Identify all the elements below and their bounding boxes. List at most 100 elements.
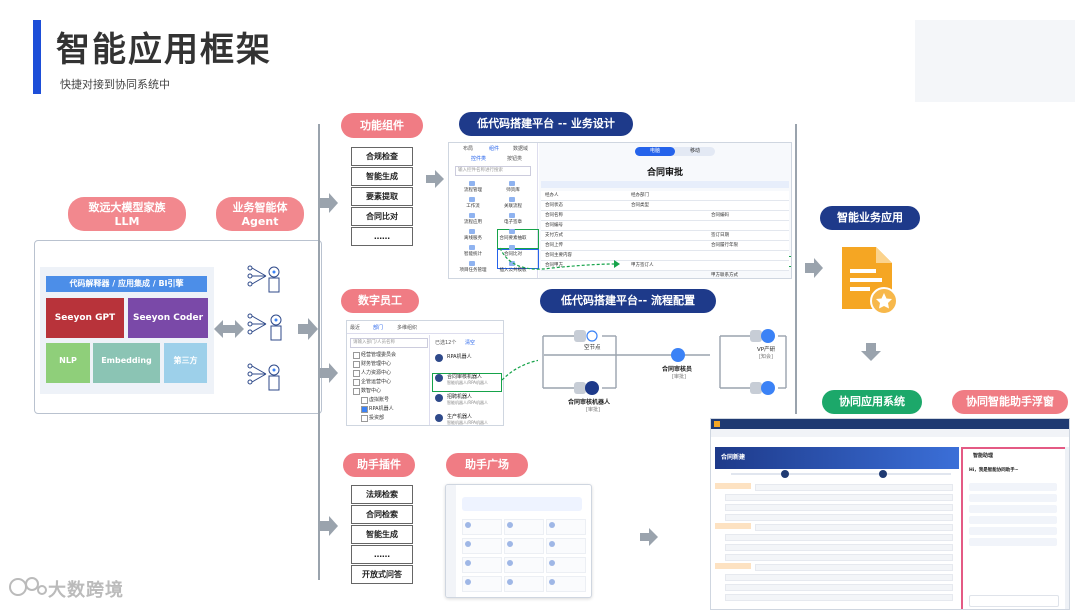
collab-field[interactable] (725, 534, 953, 541)
robot-name[interactable]: 招聘机器人 (447, 393, 472, 400)
tree-item[interactable]: 投资部 (369, 414, 384, 421)
tree-checkbox[interactable] (353, 352, 360, 359)
assistant-suggestion[interactable] (969, 527, 1057, 535)
plugin-item[interactable]: 开放式问答 (351, 565, 413, 584)
collab-field[interactable] (725, 594, 953, 601)
flow-node-empty[interactable]: 空节点 (584, 343, 601, 351)
collab-field[interactable] (755, 564, 953, 571)
form-row-label-right: 甲方联系方式 (711, 272, 738, 278)
component-item[interactable]: 合规检查 (351, 147, 413, 166)
assistant-suggestion[interactable] (969, 494, 1057, 502)
tree-item[interactable]: 人力资源中心 (361, 369, 391, 376)
collab-field[interactable] (755, 484, 953, 491)
tree-checkbox[interactable] (361, 415, 368, 422)
plaza-card-avatar-icon (507, 522, 513, 528)
palette-search-input[interactable]: 输入控件名称进行搜索 (455, 166, 531, 176)
smart-doc-icon (838, 245, 900, 317)
staff-tab-dept[interactable]: 部门 (373, 324, 383, 331)
collab-field[interactable] (725, 514, 953, 521)
plugin-item[interactable]: 合同检索 (351, 505, 413, 524)
palette-item[interactable]: 离线服务 (455, 235, 491, 241)
assistant-suggestion[interactable] (969, 483, 1057, 491)
tree-item[interactable]: 数智中心 (361, 387, 381, 394)
assistant-input[interactable] (969, 595, 1059, 607)
collab-field[interactable] (725, 574, 953, 581)
collab-field[interactable] (725, 584, 953, 591)
plaza-card-avatar-icon (549, 560, 555, 566)
agent-robots-icon (244, 262, 296, 400)
clear-link[interactable]: 清空 (465, 339, 475, 346)
palette-item[interactable]: 工作流 (455, 203, 491, 209)
robot-avatar-icon (435, 394, 443, 402)
plaza-card-avatar-icon (549, 522, 555, 528)
palette-item-icon (469, 245, 475, 250)
plugin-item[interactable]: …… (351, 545, 413, 564)
palette-item[interactable]: 智能统计 (455, 251, 491, 257)
plaza-search[interactable] (462, 497, 582, 511)
component-item[interactable]: 合同比对 (351, 207, 413, 226)
collab-field[interactable] (725, 504, 953, 511)
palette-subtab-button[interactable]: 按钮类 (507, 155, 522, 162)
branch-arrow-components-icon (320, 193, 338, 213)
tree-checkbox[interactable] (353, 388, 360, 395)
device-tab-mobile[interactable]: 移动 (675, 147, 715, 156)
flow-node-vp[interactable]: VP产研 (757, 345, 775, 353)
collab-field[interactable] (725, 494, 953, 501)
tree-item[interactable]: 虚拟账号 (369, 396, 389, 403)
form-row-label-right: 合同类型 (631, 202, 649, 208)
component-item[interactable]: …… (351, 227, 413, 246)
palette-item-icon (509, 213, 515, 218)
staff-tab-org[interactable]: 多维组织 (397, 324, 417, 331)
tree-checkbox[interactable] (361, 406, 368, 413)
palette-item[interactable]: 流程管理 (455, 187, 491, 193)
collab-form-title: 合同新建 (721, 452, 745, 461)
robot-name[interactable]: 生产机器人 (447, 413, 472, 420)
tree-checkbox[interactable] (353, 370, 360, 377)
palette-item-icon (509, 229, 515, 234)
robot-name[interactable]: RPA机器人 (447, 353, 472, 360)
collab-field[interactable] (725, 544, 953, 551)
assistant-suggestion[interactable] (969, 505, 1057, 513)
tree-item[interactable]: 经营管理委员会 (361, 351, 396, 358)
tree-item[interactable]: 企管运营中心 (361, 378, 391, 385)
right-divider (795, 124, 797, 414)
palette-item[interactable]: 电子签章 (495, 219, 531, 225)
tile-third-party: 第三方 (164, 343, 207, 383)
flow-node-audit-robot[interactable]: 合同审核机器人 (568, 397, 610, 406)
plaza-card-avatar-icon (507, 579, 513, 585)
palette-tab-layout[interactable]: 布局 (463, 145, 473, 152)
component-item[interactable]: 要素提取 (351, 187, 413, 206)
staff-search-input[interactable]: 请输入部门/人员名称 (350, 338, 428, 348)
palette-item[interactable]: 关联流程 (495, 203, 531, 209)
flow-node-contract-staff[interactable]: 合同审核员 (662, 364, 692, 373)
tree-checkbox[interactable] (353, 361, 360, 368)
collab-section-header (715, 563, 751, 569)
tree-checkbox[interactable] (361, 397, 368, 404)
collab-field[interactable] (755, 524, 953, 531)
plugin-item[interactable]: 法规检索 (351, 485, 413, 504)
assistant-suggestion[interactable] (969, 538, 1057, 546)
staff-tab-underline (347, 333, 503, 334)
palette-item[interactable]: 流程应用 (455, 219, 491, 225)
device-tab-pc[interactable]: 电脑 (635, 147, 675, 156)
palette-tab-data[interactable]: 数据域 (513, 145, 528, 152)
tree-item[interactable]: 财务管理中心 (361, 360, 391, 367)
tile-seeyon-gpt: Seeyon GPT (46, 298, 124, 338)
staff-tab-recent[interactable]: 最近 (350, 324, 360, 331)
tree-item[interactable]: RPA机器人 (369, 405, 394, 412)
component-item[interactable]: 智能生成 (351, 167, 413, 186)
palette-item[interactable]: 师资库 (495, 187, 531, 193)
palette-tab-component[interactable]: 组件 (489, 145, 499, 152)
assistant-float-pill: 协同智能助手浮窗 (952, 390, 1068, 414)
branch-arrow-plugin-icon (320, 516, 338, 536)
tree-checkbox[interactable] (353, 379, 360, 386)
palette-subtab-control[interactable]: 控件类 (471, 155, 486, 162)
form-row-label-right: 合同履行年限 (711, 242, 738, 248)
robot-name[interactable]: 合同审核机器人 (447, 373, 482, 380)
collab-field[interactable] (725, 554, 953, 561)
header-decor (915, 20, 1075, 102)
assistant-suggestion[interactable] (969, 516, 1057, 524)
plugin-item[interactable]: 智能生成 (351, 525, 413, 544)
palette-item[interactable]: 项目任务管理 (455, 267, 491, 273)
form-row-label: 支付方式 (545, 232, 563, 238)
